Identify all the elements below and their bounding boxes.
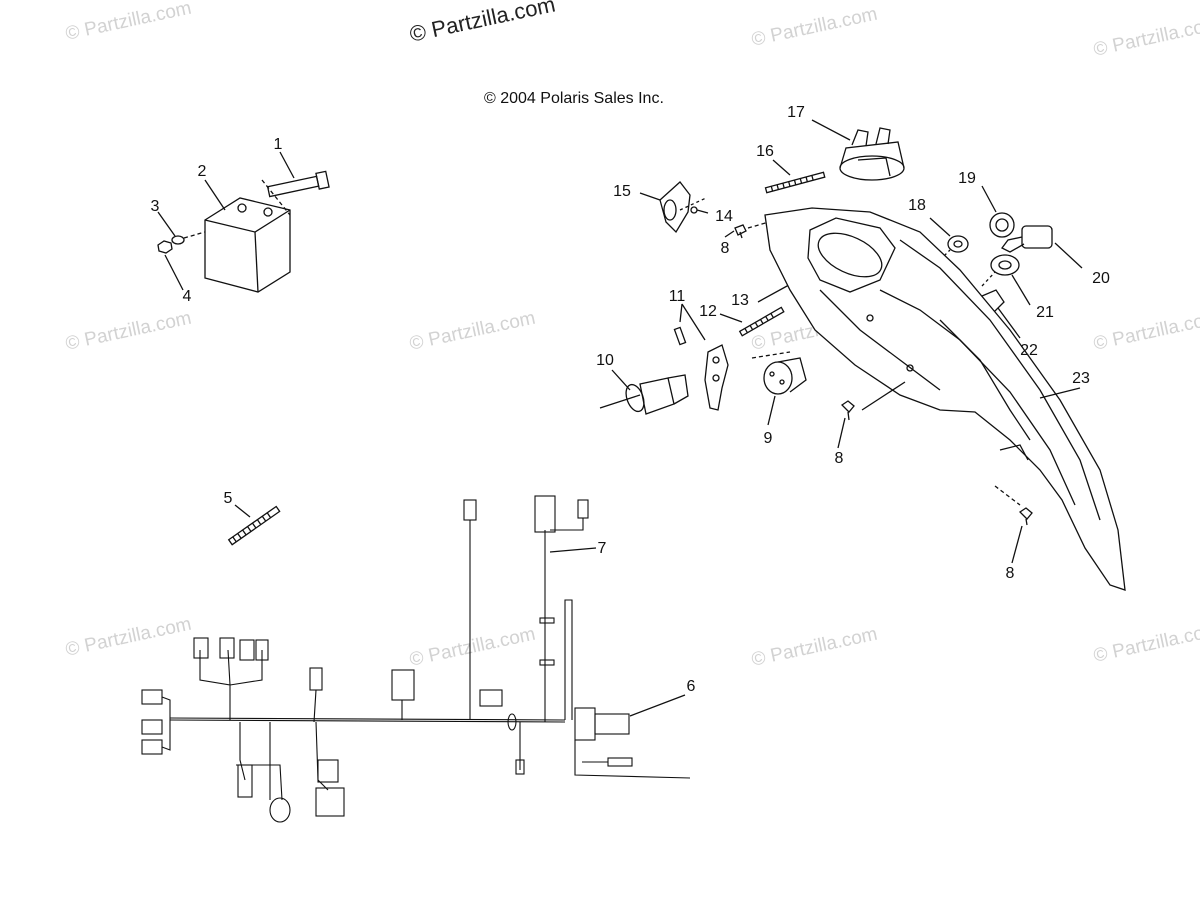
- callout-22: 22: [1020, 342, 1038, 359]
- callout-9: 9: [763, 430, 773, 447]
- callout-14: 14: [715, 208, 733, 225]
- callout-23: 23: [1072, 370, 1090, 387]
- housing-23: [764, 207, 1126, 591]
- copyright-notice: © 2004 Polaris Sales Inc.: [484, 90, 664, 107]
- wiring-harness: [141, 495, 691, 823]
- callout-16: 16: [756, 143, 774, 160]
- callout-7: 7: [597, 540, 607, 557]
- callout-3: 3: [150, 198, 160, 215]
- nut-21: [990, 254, 1020, 276]
- callout-17: 17: [787, 104, 805, 121]
- callout-21: 21: [1036, 304, 1054, 321]
- callout-4: 4: [182, 288, 192, 305]
- callout-2: 2: [197, 163, 207, 180]
- callout-20: 20: [1092, 270, 1110, 287]
- callout-12: 12: [699, 303, 717, 320]
- callout-18: 18: [908, 197, 926, 214]
- callout-8: 8: [834, 450, 844, 467]
- callout-13: 13: [731, 292, 749, 309]
- callout-8: 8: [720, 240, 730, 257]
- sensor-10: [599, 374, 689, 415]
- callout-1: 1: [273, 136, 283, 153]
- callout-10: 10: [596, 352, 614, 369]
- bolt: [266, 170, 330, 198]
- module-assembly: [157, 170, 330, 293]
- callout-8: 8: [1005, 565, 1015, 582]
- callout-6: 6: [686, 678, 696, 695]
- key-20: [1001, 225, 1053, 253]
- callout-11: 11: [668, 288, 686, 305]
- callout-5: 5: [223, 490, 233, 507]
- ring-19: [989, 212, 1015, 238]
- nut-18: [947, 235, 969, 253]
- callout-15: 15: [613, 183, 631, 200]
- boot-17: [839, 127, 905, 181]
- callout-19: 19: [958, 170, 976, 187]
- switch-9: [751, 351, 807, 395]
